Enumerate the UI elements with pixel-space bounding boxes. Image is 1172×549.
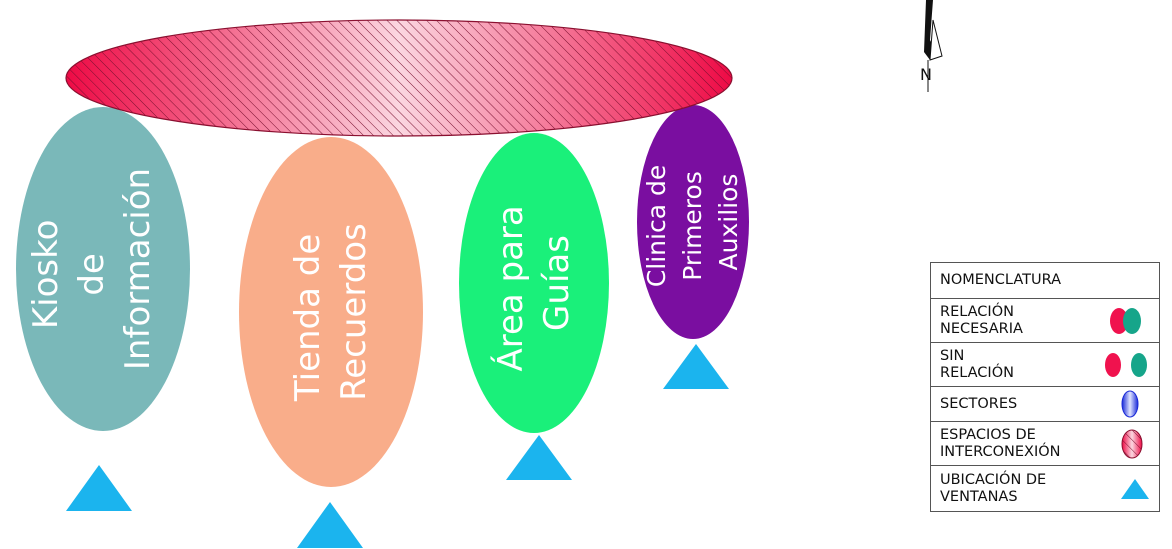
oval-clinica: [637, 105, 749, 339]
label-kiosko: Kiosko de Información: [26, 168, 158, 370]
legend-row-sin-relacion: SIN RELACIÓN: [931, 342, 1159, 386]
interconnection-space: [65, 19, 733, 137]
legend-row-ubicacion-ventanas: UBICACIÓN DE VENTANAS: [931, 465, 1159, 511]
label-tienda: Tienda de Recuerdos: [288, 223, 374, 402]
label-clinica: Clinica de Primeros Auxilios: [642, 157, 743, 287]
overlapping-dots-icon: [1110, 307, 1141, 334]
legend-text-line: RELACIÓN: [940, 364, 1014, 381]
legend-text-line: VENTANAS: [940, 488, 1018, 505]
north-label: N: [920, 65, 932, 84]
legend-text-line: SIN: [940, 347, 965, 364]
legend-text-line: ESPACIOS DE: [940, 426, 1036, 443]
oval-area-guias: [459, 133, 609, 433]
blue-triangle-icon: [1121, 478, 1149, 499]
legend-row-espacios-interconexion: ESPACIOS DE INTERCONEXIÓN: [931, 421, 1159, 465]
legend-text-line: INTERCONEXIÓN: [940, 443, 1061, 460]
oval-tienda: [239, 137, 423, 487]
north-arrow-icon: [924, 0, 943, 92]
window-marker-tienda: [297, 502, 363, 548]
legend-title: NOMENCLATURA: [940, 272, 1061, 288]
label-area-guias: Área para Guías: [490, 194, 577, 371]
blue-oval-icon: [1121, 390, 1139, 418]
window-marker-clinica: [663, 344, 729, 389]
legend: NOMENCLATURA RELACIÓN NECESARIA SIN RELA…: [930, 262, 1160, 512]
legend-row-relacion-necesaria: RELACIÓN NECESARIA: [931, 298, 1159, 342]
legend-row-sectores: SECTORES: [931, 386, 1159, 421]
oval-kiosko: [16, 107, 190, 431]
hatched-oval-icon: [1121, 429, 1143, 458]
window-marker-area-guias: [506, 435, 572, 480]
legend-text-line: UBICACIÓN DE: [940, 471, 1047, 488]
window-marker-kiosko: [66, 465, 132, 511]
separate-dots-icon: [1105, 352, 1147, 377]
legend-text-line: RELACIÓN: [940, 303, 1014, 320]
legend-text-line: NECESARIA: [940, 320, 1023, 337]
